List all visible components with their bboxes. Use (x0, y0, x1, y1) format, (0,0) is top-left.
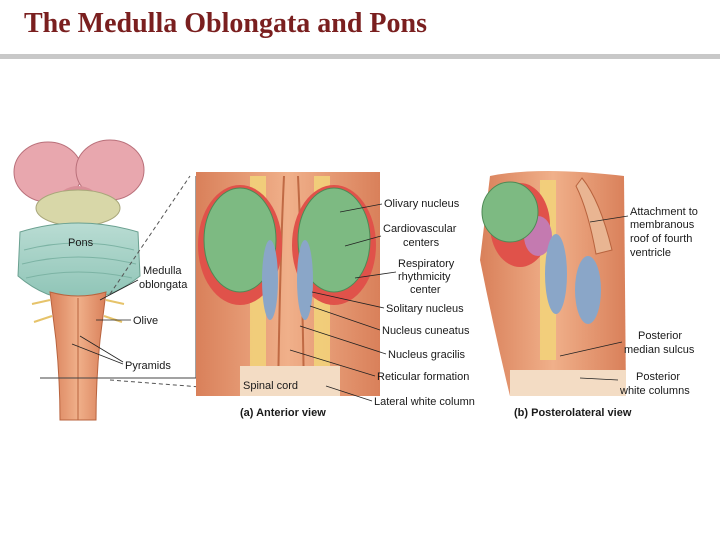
label-spinal-cord: Spinal cord (243, 380, 298, 392)
olivary-nucleus-left (203, 187, 277, 293)
label-olivary-nucleus: Olivary nucleus (384, 198, 460, 210)
label-post-median-line2: median sulcus (624, 344, 695, 356)
label-pons: Pons (68, 237, 94, 249)
olivary-nucleus-posterior (481, 181, 539, 243)
slide-title: The Medulla Oblongata and Pons (24, 8, 427, 39)
label-cardio-line1: Cardiovascular (383, 223, 457, 235)
caption-posterolateral-view: (b) Posterolateral view (514, 407, 632, 419)
label-pyramids: Pyramids (125, 360, 171, 372)
label-reticular-formation: Reticular formation (377, 371, 469, 383)
label-solitary-nucleus: Solitary nucleus (386, 303, 464, 315)
label-medulla-line1: Medulla (143, 265, 182, 277)
label-resp-line2: rhythmicity (398, 271, 451, 283)
label-post-white-line2: white columns (619, 385, 690, 397)
anterior-view-illustration (196, 172, 380, 397)
olivary-nucleus-right (297, 187, 371, 293)
label-attach-line3: roof of fourth (630, 233, 692, 245)
label-olive: Olive (133, 315, 158, 327)
title-divider (0, 54, 720, 59)
label-post-white-line1: Posterior (636, 371, 680, 383)
label-nucleus-gracilis: Nucleus gracilis (388, 349, 466, 361)
label-cardio-line2: centers (403, 237, 440, 249)
label-attach-line1: Attachment to (630, 206, 698, 218)
label-medulla-line2: oblongata (139, 279, 188, 291)
label-post-median-line1: Posterior (638, 330, 682, 342)
label-resp-line3: center (410, 284, 441, 296)
label-attach-line2: membranous (630, 219, 695, 231)
label-attach-line4: ventricle (630, 247, 671, 259)
label-lateral-white-column: Lateral white column (374, 396, 475, 408)
posterolateral-view-illustration (480, 171, 626, 396)
caption-anterior-view: (a) Anterior view (240, 407, 326, 419)
label-nucleus-cuneatus: Nucleus cuneatus (382, 325, 470, 337)
label-resp-line1: Respiratory (398, 258, 455, 270)
brainstem-overview (13, 139, 145, 421)
